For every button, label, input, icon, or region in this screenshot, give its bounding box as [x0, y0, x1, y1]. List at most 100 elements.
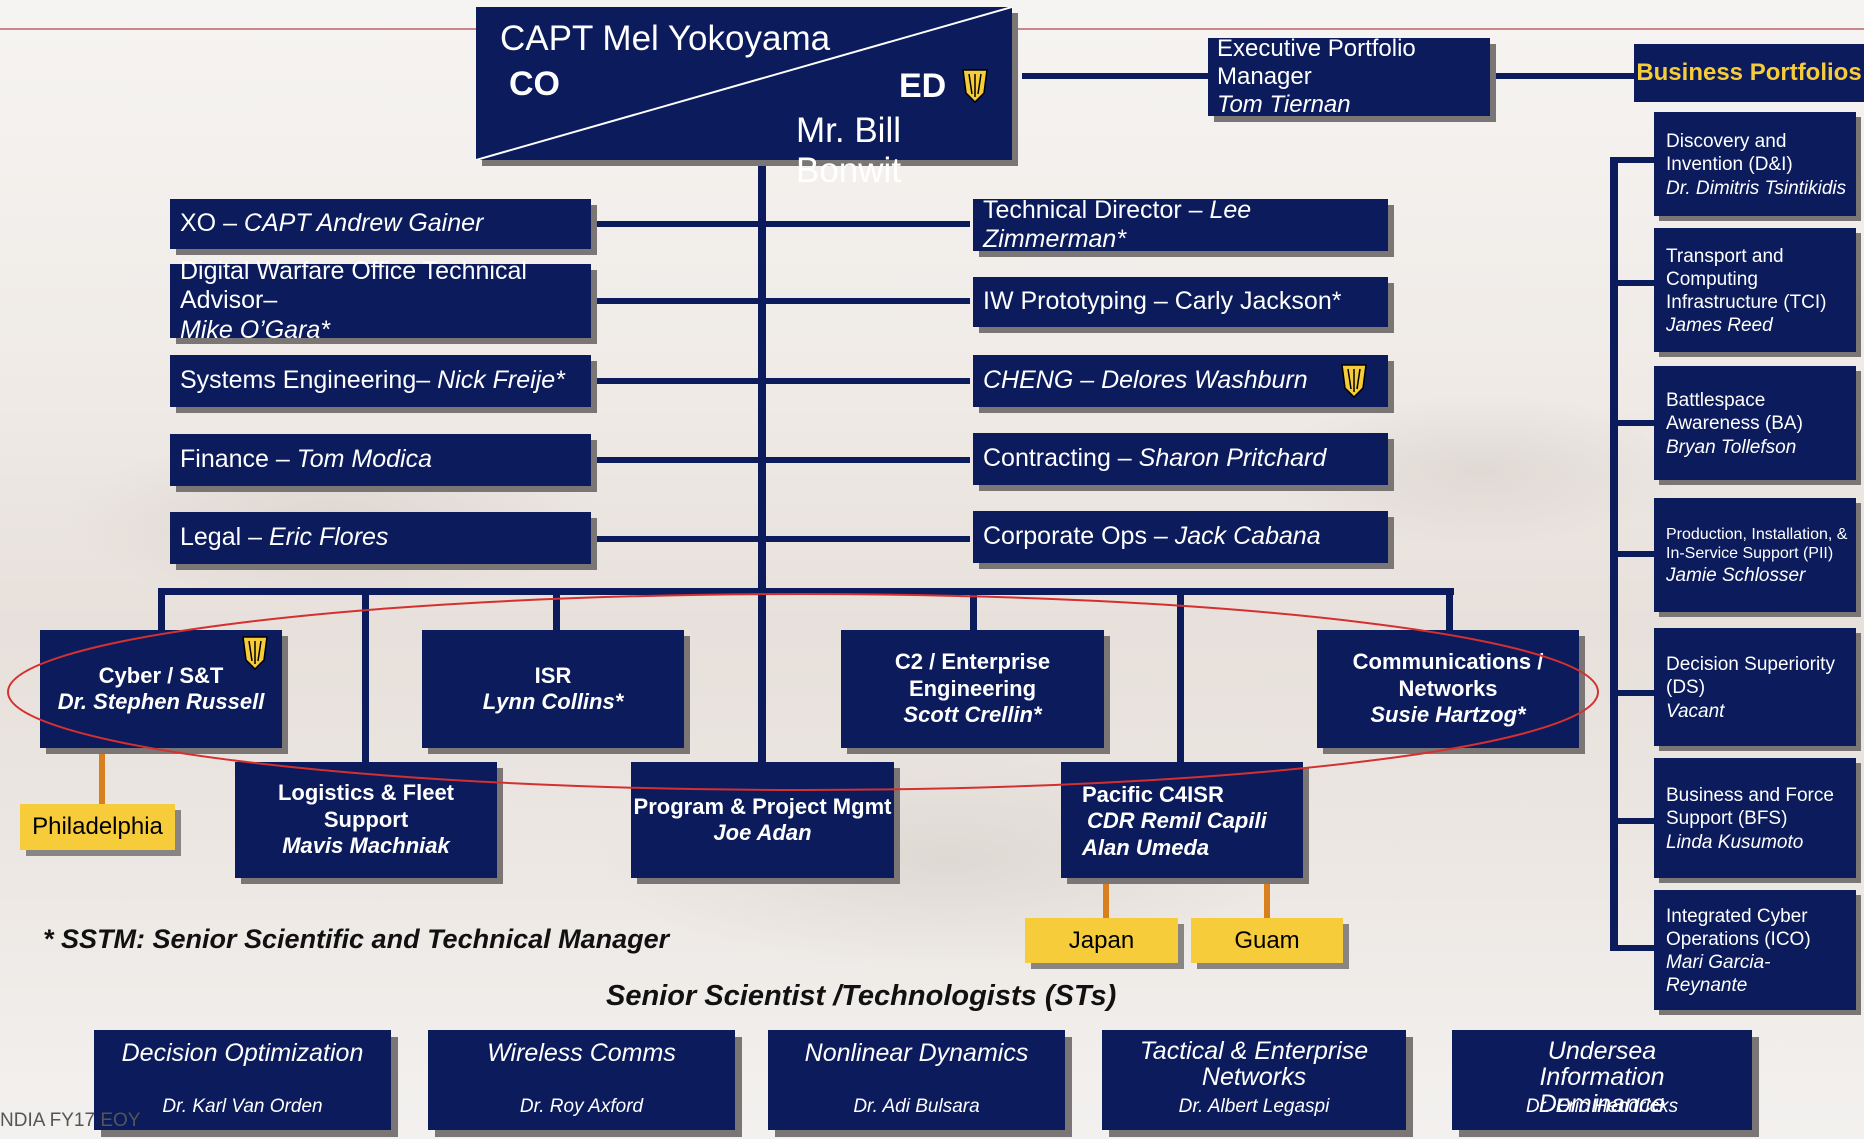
st-wireless-comms: Wireless Comms Dr. Roy Axford	[428, 1030, 735, 1130]
st-name: Dr. Adi Bulsara	[853, 1096, 980, 1117]
staff-name: Sharon Pritchard	[1138, 444, 1327, 473]
staff-xo: XO – CAPT Andrew Gainer	[170, 199, 591, 249]
st-name: Dr. Roy Axford	[519, 1096, 644, 1117]
diagonal-divider	[476, 7, 1012, 160]
dept-title: Logistics & Fleet Support	[277, 780, 455, 832]
staff-corporate-ops: Corporate Ops – Jack Cabana	[973, 511, 1388, 563]
portfolio-title: Decision Superiority (DS)	[1666, 654, 1835, 699]
dept-drop	[553, 588, 560, 633]
dept-name: Lynn Collins*	[482, 689, 624, 714]
portfolio-name: James Reed	[1666, 315, 1773, 337]
portfolio-name: Mari Garcia-Reynante	[1666, 952, 1771, 997]
portfolio-title: Business and Force Support (BFS)	[1666, 785, 1834, 830]
dept-name: Mavis Machniak	[282, 833, 450, 859]
portfolio-ds: Decision Superiority (DS) Vacant	[1654, 628, 1856, 746]
dept-name: Dr. Stephen Russell	[57, 689, 265, 714]
dept-communications-networks: Communications / Networks Susie Hartzog*	[1317, 630, 1579, 748]
portfolio-name: Jamie Schlosser	[1666, 564, 1806, 586]
staff-title: Systems Engineering–	[180, 366, 438, 395]
dept-program-project: Program & Project Mgmt Joe Adan	[631, 762, 894, 878]
exec-connector	[1022, 73, 1210, 79]
badge-icon	[962, 69, 988, 103]
staff-cheng: CHENG – Delores Washburn	[973, 355, 1388, 407]
staff-title: IW Prototyping – Carly Jackson*	[983, 287, 1342, 316]
ed-label: ED	[899, 67, 947, 105]
portfolio-connector	[1490, 73, 1636, 79]
dept-title: Pacific C4ISR	[1082, 782, 1224, 807]
portfolio-name: Bryan Tollefson	[1666, 436, 1797, 458]
portfolio-tick	[1610, 280, 1654, 286]
staff-digital-warfare: Digital Warfare Office Technical Advisor…	[170, 257, 591, 344]
staff-name: CAPT Andrew Gainer	[243, 209, 484, 238]
st-title: Decision Optimization	[121, 1039, 364, 1067]
staff-name: Jack Cabana	[1174, 522, 1321, 551]
dept-cyber-st: Cyber / S&T Dr. Stephen Russell	[40, 630, 282, 748]
portfolio-bfs: Business and Force Support (BFS) Linda K…	[1654, 758, 1856, 878]
location-japan: Japan	[1025, 918, 1178, 963]
portfolio-pii: Production, Installation, & In-Service S…	[1654, 498, 1856, 612]
japan-connector	[1103, 878, 1109, 920]
portfolio-title: Integrated Cyber Operations (ICO)	[1666, 905, 1811, 950]
portfolio-tick	[1610, 157, 1654, 163]
dept-name: Joe Adan	[713, 820, 812, 845]
dept-title: Communications / Networks	[1352, 649, 1544, 701]
dept-drop	[362, 588, 369, 768]
st-heading: Senior Scientist /Technologists (STs)	[606, 980, 1117, 1012]
staff-name: Lee Zimmerman*	[983, 195, 1252, 254]
st-title: Undersea Information Dominance	[1538, 1037, 1666, 1118]
dept-drop	[1446, 588, 1453, 633]
portfolio-title: Discovery and Invention (D&I)	[1666, 131, 1793, 176]
staff-technical-director: Technical Director – Lee Zimmerman*	[973, 195, 1388, 254]
staff-title: Technical Director –	[983, 195, 1210, 224]
footer-label: NDIA FY17 EOY	[0, 1110, 141, 1131]
dept-title: Cyber / S&T	[98, 662, 224, 688]
st-nonlinear-dynamics: Nonlinear Dynamics Dr. Adi Bulsara	[768, 1030, 1065, 1130]
dept-title: ISR	[534, 662, 572, 688]
staff-name: Nick Freije*	[437, 366, 565, 395]
staff-name: Eric Flores	[268, 523, 389, 552]
staff-connector	[590, 457, 970, 463]
staff-title: Digital Warfare Office Technical Advisor…	[180, 256, 527, 315]
st-title: Nonlinear Dynamics	[804, 1039, 1029, 1067]
staff-title: Legal –	[180, 523, 269, 552]
staff-iw-prototyping: IW Prototyping – Carly Jackson*	[973, 277, 1388, 327]
st-title: Tactical & Enterprise Networks	[1139, 1037, 1369, 1092]
st-name: Dr. Albert Legaspi	[1178, 1096, 1330, 1117]
staff-name: Mike O’Gara*	[180, 315, 331, 344]
st-name: Dr. Karl Van Orden	[162, 1096, 323, 1117]
portfolio-ba: Battlespace Awareness (BA) Bryan Tollefs…	[1654, 366, 1856, 480]
portfolio-tick	[1610, 420, 1654, 426]
command-box: CAPT Mel Yokoyama CO ED Mr. Bill Bonwit	[476, 7, 1012, 190]
dept-name: Alan Umeda	[1082, 834, 1210, 860]
dept-name: Scott Crellin*	[903, 702, 1042, 728]
staff-legal: Legal – Eric Flores	[170, 512, 591, 564]
staff-title: Finance –	[180, 445, 297, 474]
portfolio-ico: Integrated Cyber Operations (ICO) Mari G…	[1654, 890, 1856, 1010]
staff-connector	[590, 536, 970, 542]
dept-title: Program & Project Mgmt	[633, 793, 892, 819]
dept-c2-enterprise: C2 / Enterprise Engineering Scott Crelli…	[841, 630, 1104, 748]
dept-name: CDR Remil Capili	[1087, 808, 1267, 834]
portfolio-tick	[1610, 551, 1654, 557]
portfolio-title: Transport and Computing Infrastructure (…	[1666, 245, 1827, 313]
location-philadelphia: Philadelphia	[20, 804, 175, 850]
staff-contracting: Contracting – Sharon Pritchard	[973, 433, 1388, 485]
dept-bus-line	[158, 588, 1454, 595]
portfolio-name: Vacant	[1666, 700, 1725, 722]
exec-pm-name: Tom Tiernan	[1217, 91, 1351, 119]
portfolio-title: Battlespace Awareness (BA)	[1666, 390, 1803, 435]
executive-portfolio-manager: Executive Portfolio Manager Tom Tiernan	[1208, 35, 1490, 119]
staff-connector	[590, 378, 970, 384]
portfolio-tick	[1610, 818, 1654, 824]
dept-isr: ISR Lynn Collins*	[422, 630, 684, 748]
staff-title: Corporate Ops –	[983, 522, 1175, 551]
guam-connector	[1264, 878, 1270, 920]
portfolio-name: Dr. Dimitris Tsintikidis	[1666, 177, 1847, 199]
dept-drop	[158, 588, 165, 633]
philadelphia-connector	[99, 752, 105, 804]
staff-name: CHENG – Delores Washburn	[983, 366, 1308, 395]
badge-icon	[242, 636, 268, 670]
dept-drop	[1177, 588, 1184, 768]
st-tactical-enterprise-networks: Tactical & Enterprise Networks Dr. Alber…	[1102, 1030, 1406, 1130]
